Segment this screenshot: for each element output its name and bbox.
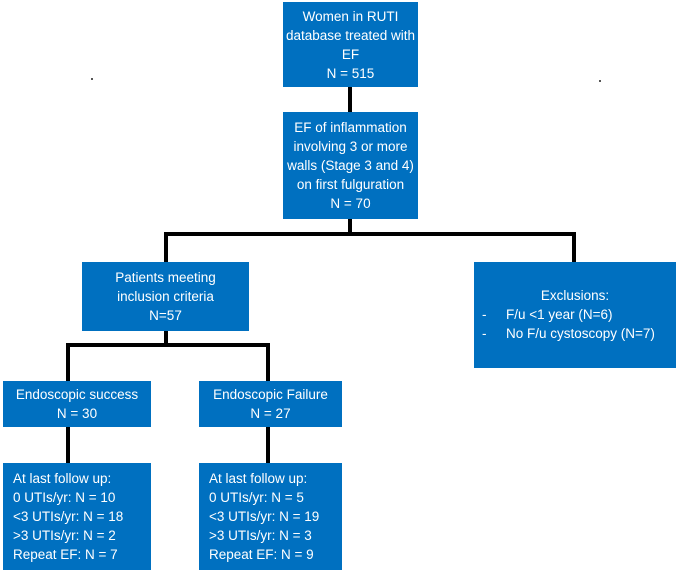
stray-dot-left [91, 78, 93, 80]
box-line: Endoscopic Failure [213, 387, 328, 402]
box-line: Repeat EF: N = 7 [13, 547, 118, 562]
box-line: At last follow up: [13, 471, 112, 486]
exclusions-title: Exclusions: [540, 288, 610, 303]
box-success-followup: At last follow up: 0 UTIs/yr: N = 10 <3 … [3, 463, 151, 570]
box-line: 0 UTIs/yr: N = 10 [13, 490, 116, 505]
connector-success-to-followup [66, 427, 70, 463]
connector-failure-to-followup [266, 427, 270, 463]
box-line: EF of inflammation [294, 120, 407, 135]
box-line: walls (Stage 3 and 4) [287, 158, 414, 173]
box-line: EF [341, 46, 360, 62]
exclusion-item: No F/u cystoscopy (N=7) [480, 324, 676, 343]
stray-dot-right [599, 80, 601, 82]
box-line: Repeat EF: N = 9 [209, 547, 314, 562]
box-line: N = 30 [56, 406, 98, 421]
box-line: 0 UTIs/yr: N = 5 [209, 490, 304, 505]
box-line: Patients meeting [115, 270, 216, 285]
connector-outcome-horizontal [66, 343, 270, 347]
box-failure-followup: At last follow up: 0 UTIs/yr: N = 5 <3 U… [199, 463, 342, 570]
box-line: >3 UTIs/yr: N = 3 [209, 528, 312, 543]
box-endoscopic-success: Endoscopic success N = 30 [3, 381, 151, 427]
box-line: N = 27 [250, 406, 291, 421]
box-line: database treated with [285, 27, 416, 43]
box-line: <3 UTIs/yr: N = 18 [13, 509, 124, 524]
connector-to-failure [266, 343, 270, 381]
connector-inclusion-down [164, 331, 168, 345]
connector-to-exclusions [572, 232, 576, 262]
box-line: involving 3 or more [293, 139, 408, 154]
connector-top-to-stage [348, 87, 352, 112]
box-line: <3 UTIs/yr: N = 19 [209, 509, 320, 524]
box-line: N=57 [149, 308, 182, 323]
box-stage-3-4: EF of inflammation involving 3 or more w… [283, 112, 418, 219]
box-endoscopic-failure: Endoscopic Failure N = 27 [199, 381, 342, 427]
box-women-treated: Women in RUTI database treated with EF N… [283, 2, 418, 87]
box-exclusions: Exclusions: F/u <1 year (N=6) No F/u cys… [474, 262, 676, 368]
connector-to-success [66, 343, 70, 381]
exclusion-item: F/u <1 year (N=6) [480, 305, 676, 324]
box-line: N = 515 [326, 65, 375, 81]
box-line: Women in RUTI [302, 8, 399, 24]
box-line: on first fulguration [296, 177, 405, 192]
connector-stage-down [348, 219, 352, 234]
box-inclusion-criteria: Patients meeting inclusion criteria N=57 [82, 262, 249, 331]
box-line: >3 UTIs/yr: N = 2 [13, 528, 116, 543]
connector-to-inclusion [164, 232, 168, 262]
box-line: inclusion criteria [117, 289, 214, 304]
box-line: Endoscopic success [15, 387, 139, 402]
exclusions-list: F/u <1 year (N=6) No F/u cystoscopy (N=7… [480, 305, 676, 343]
connector-split-horizontal [164, 232, 576, 236]
box-line: At last follow up: [209, 471, 308, 486]
box-line: N = 70 [330, 196, 371, 211]
